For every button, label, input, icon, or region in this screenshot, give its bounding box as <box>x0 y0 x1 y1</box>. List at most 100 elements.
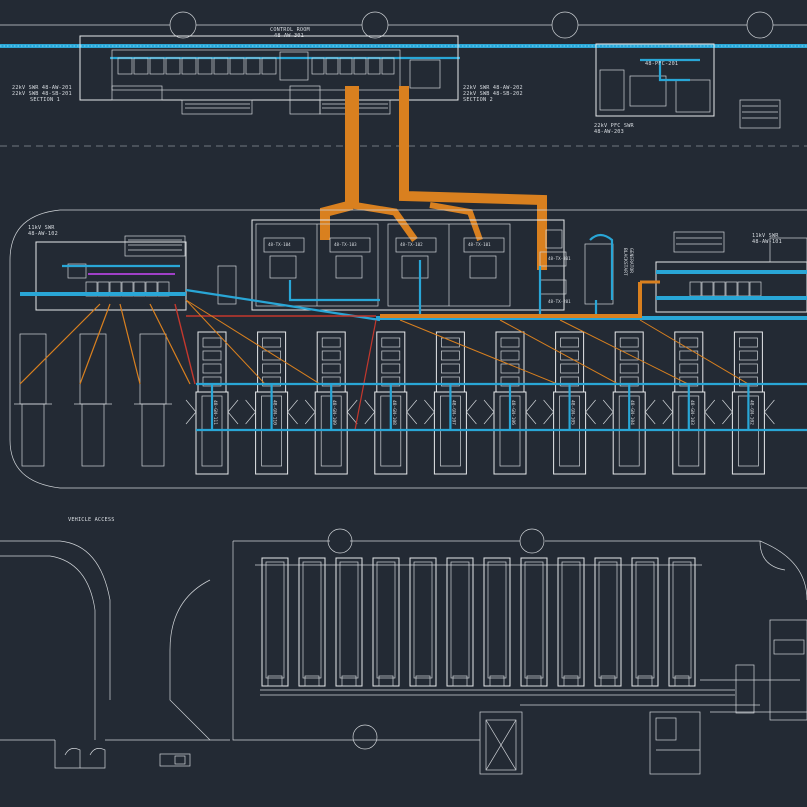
bay-base <box>378 675 394 687</box>
radiator-cell <box>441 337 460 348</box>
lower-generator-bay <box>483 557 511 687</box>
bay-inner <box>450 561 470 679</box>
exhaust-marker <box>227 399 239 425</box>
generator-tag: 48-GN-102 <box>748 400 754 425</box>
bay-base <box>600 675 616 687</box>
tx-label-2: 48-TX-103 <box>334 242 357 247</box>
swr-right-labels: 22kV SWR 48-AW-202 22kV SWB 48-SB-202 SE… <box>463 85 523 103</box>
vehicle-access-label: VEHICLE ACCESS <box>68 517 115 523</box>
generator-tag: 48-GN-103 <box>689 400 695 425</box>
generator-tag: 48-GN-111 <box>212 400 218 425</box>
switchgear-panels-right <box>311 57 395 75</box>
radiator-cell <box>381 337 401 348</box>
generator-unit: 48-GN-108 <box>364 331 418 475</box>
generator-unit: 48-GN-104 <box>602 331 656 475</box>
generator-tag: 48-GN-109 <box>331 400 337 425</box>
bay-base <box>452 675 468 687</box>
generator-unit: 48-GN-107 <box>424 331 477 475</box>
control-room-label: CONTROL ROOM <box>270 27 310 33</box>
exhaust-marker <box>483 399 495 425</box>
radiator-cell <box>202 337 222 348</box>
radiator-cell <box>262 337 281 348</box>
lower-generator-bay <box>557 557 585 687</box>
exhaust-marker <box>465 399 477 425</box>
lower-generator-bay <box>372 557 400 687</box>
exhaust-marker <box>364 399 376 425</box>
swr-left-line3: SECTION 1 <box>30 97 60 103</box>
radiator-cell <box>560 337 579 348</box>
bay-base <box>415 675 431 687</box>
radiator-cell <box>739 350 758 361</box>
lower-generator-bay <box>446 557 474 687</box>
generator-unit: 48-GN-111 <box>185 331 239 475</box>
top-cable-tray <box>0 44 807 60</box>
tx-label-4: 48-TX-101 <box>468 242 491 247</box>
exhaust-marker <box>722 399 733 425</box>
radiator-cell <box>500 337 520 348</box>
legacy-generator-row <box>14 333 172 467</box>
generator-unit: 48-GN-105 <box>543 331 596 475</box>
lower-generator-row <box>255 557 702 687</box>
lower-generator-bay <box>668 557 696 687</box>
control-room-building: CONTROL ROOM 48-AW-301 <box>79 27 459 115</box>
swr11-right-line2: 48-AW-101 <box>752 239 782 245</box>
exhaust-marker <box>585 399 596 425</box>
exhaust-marker <box>644 399 656 425</box>
bay-base <box>637 675 653 687</box>
exhaust-marker <box>245 399 257 425</box>
mid-cable-tray <box>185 260 807 322</box>
blackstart-generator: BLACKSTART GENERATOR <box>584 233 634 305</box>
bay-inner <box>487 561 507 679</box>
swr11-left-building: 11kV SWR 48-AW-102 <box>20 225 187 311</box>
generator-tag: 48-GN-110 <box>272 400 278 425</box>
grid-column-markers <box>0 11 807 39</box>
exhaust-marker <box>406 399 418 425</box>
radiator-cell <box>262 363 281 374</box>
lower-generator-bay <box>409 557 437 687</box>
hv-cable-risers <box>320 86 547 270</box>
swr-right-line3: SECTION 2 <box>463 97 493 103</box>
bay-base <box>526 675 542 687</box>
bay-inner <box>339 561 359 679</box>
swr11-left-line2: 48-AW-102 <box>28 231 58 237</box>
radiator-cell <box>441 350 460 361</box>
lower-generator-bay <box>594 557 622 687</box>
bay-inner <box>524 561 544 679</box>
control-room-code: 48-AW-301 <box>274 33 304 39</box>
bay-base <box>563 675 579 687</box>
generator-tag: 48-GN-105 <box>570 400 576 425</box>
swr11-right-line1: 11kV SWR <box>752 233 779 239</box>
exhaust-marker <box>543 399 555 425</box>
swr11-left-line1: 11kV SWR <box>28 225 55 231</box>
swr-left-line2: 22kV SWB 48-SB-201 <box>12 91 72 97</box>
radiator-cell <box>321 337 341 348</box>
radiator-cell <box>202 350 222 361</box>
lower-east-equipment <box>159 619 807 775</box>
exhaust-marker <box>525 399 537 425</box>
radiator-cell <box>321 363 341 374</box>
radiator-cell <box>679 363 699 374</box>
blackstart-line2: GENERATOR <box>628 248 634 273</box>
tx-label-1: 48-TX-104 <box>268 242 291 247</box>
radiator-cell <box>679 350 699 361</box>
generator-tag: 48-GN-106 <box>510 400 516 425</box>
generator-tag: 48-GN-104 <box>629 400 635 425</box>
pfc-building: 48-PFC-201 22kV PFC SWR 48-AW-203 <box>594 43 781 135</box>
radiator-cell <box>619 350 639 361</box>
generator-unit: 48-GN-109 <box>304 331 358 475</box>
transformer-compound: 48-TX-104 48-TX-103 48-TX-102 48-TX-101 … <box>217 219 571 311</box>
lower-generator-bay <box>520 557 548 687</box>
radiator-cell <box>441 363 460 374</box>
generator-tag: 48-GN-108 <box>391 400 397 425</box>
exhaust-marker <box>304 399 316 425</box>
exhaust-marker <box>602 399 614 425</box>
generator-unit: 48-GN-102 <box>722 331 775 475</box>
swr11-right-panels <box>689 281 762 297</box>
lower-generator-bay <box>261 557 289 687</box>
tx-label-5: 48-TX-301 <box>548 256 571 261</box>
swr11-right-building: 11kV SWR 48-AW-101 <box>655 231 807 313</box>
radiator-cell <box>560 350 579 361</box>
radiator-cell <box>739 337 758 348</box>
site-boundary <box>9 209 807 489</box>
